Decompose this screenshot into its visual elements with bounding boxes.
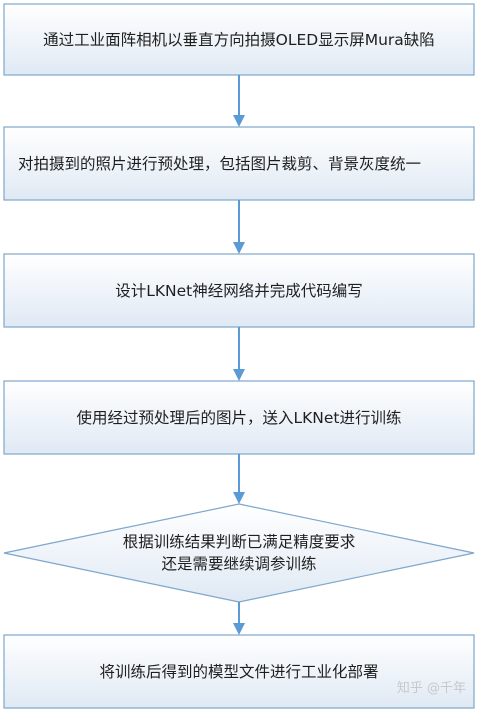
decision-line-1: 根据训练结果判断已满足精度要求 xyxy=(122,533,356,551)
step-4-label: 使用经过预处理后的图片，送入LKNet进行训练 xyxy=(76,408,402,427)
step-4-box xyxy=(3,380,475,455)
connector-3-4 xyxy=(233,327,245,381)
decision-label: 根据训练结果判断已满足精度要求 还是需要继续调参训练 xyxy=(60,520,418,586)
connector-4-5 xyxy=(233,454,245,504)
connector-5-6 xyxy=(233,602,245,635)
decision-line-2: 还是需要继续调参训练 xyxy=(161,555,317,573)
step-1-label: 通过工业面阵相机以垂直方向拍摄OLED显示屏Mura缺陷 xyxy=(43,30,435,49)
step-6-box xyxy=(3,634,475,709)
connector-2-3 xyxy=(233,200,245,254)
step-2-label: 对拍摄到的照片进行预处理，包括图片裁剪、背景灰度统一 xyxy=(18,154,422,173)
watermark: 知乎 @千年 xyxy=(396,681,466,696)
step-1-box xyxy=(3,3,475,76)
step-2-box xyxy=(3,126,475,201)
step-6-label: 将训练后得到的模型文件进行工业化部署 xyxy=(99,662,379,681)
step-3-label: 设计LKNet神经网络并完成代码编写 xyxy=(115,281,363,300)
connector-1-2 xyxy=(233,75,245,127)
